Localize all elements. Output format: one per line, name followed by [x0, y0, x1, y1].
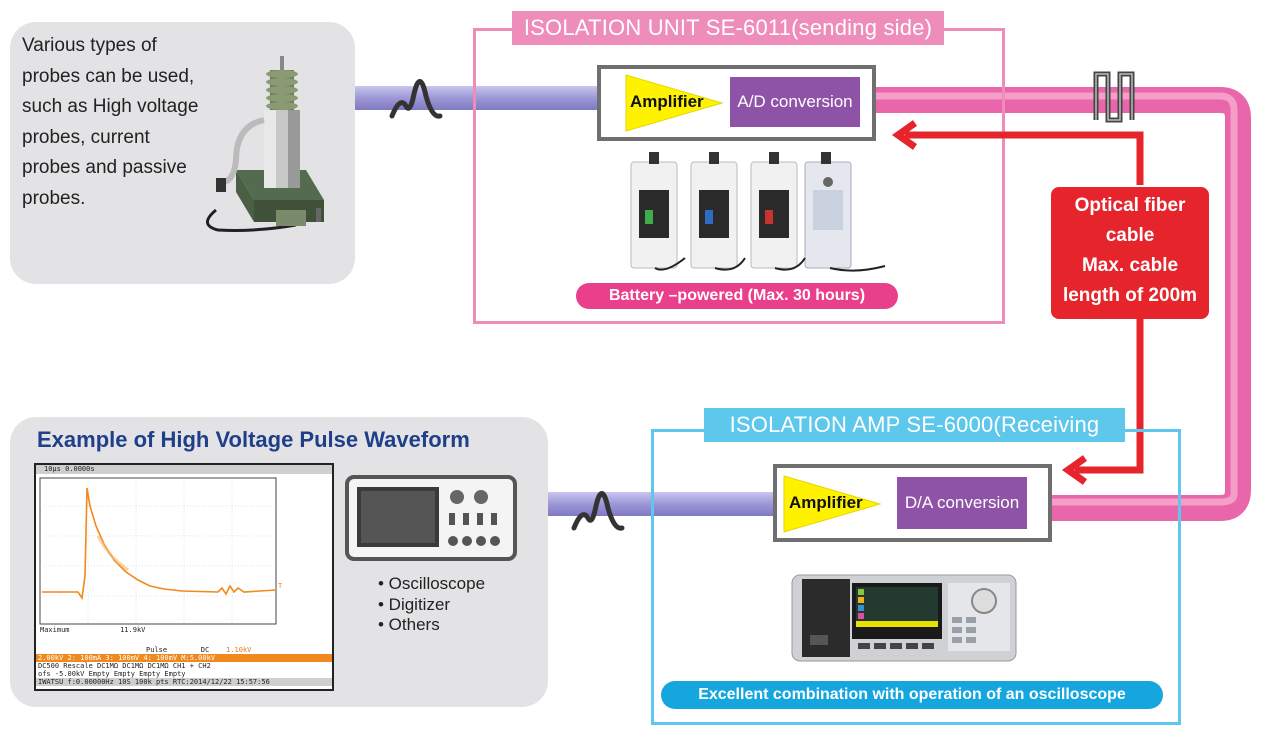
device-list-item: • Others: [378, 615, 440, 634]
scope-pulse-label: Pulse: [146, 646, 168, 654]
scope-max-value: 11.9kV: [120, 626, 146, 634]
isolation-amp-device-image: [791, 574, 1017, 662]
oscilloscope-screenshot: 10μs 0.0000s T Maximum 11.9kV Pulse DC 1…: [34, 463, 334, 691]
device-list-item: • Oscilloscope: [378, 574, 486, 593]
scope-waveform-plot: T: [39, 477, 283, 625]
oscilloscope-icon: [345, 475, 517, 561]
amplifier-triangle-icon: [625, 74, 724, 132]
device-list-item: • Digitizer: [378, 594, 451, 614]
scope-top-bar: 10μs 0.0000s: [36, 465, 332, 474]
probe-description: Various types of probes can be used, suc…: [22, 35, 199, 209]
da-conversion-box: D/A conversion: [897, 477, 1027, 529]
optical-fiber-label: Optical fiber cable Max. cable length of…: [1051, 187, 1209, 319]
sending-amplifier-label: Amplifier: [630, 92, 704, 111]
ad-conversion-box: A/D conversion: [730, 77, 860, 127]
battery-powered-label: Battery –powered (Max. 30 hours): [576, 283, 898, 309]
input-waveform-icon: [389, 79, 443, 119]
scope-dc-value: 1.10kV: [226, 646, 252, 654]
amplifier-triangle-icon-2: [783, 475, 882, 533]
scope-row-3: ofs -5.00kV Empty Empty Empty Empty: [38, 670, 186, 678]
digital-pulse-icon: [1093, 71, 1135, 123]
svg-text:T: T: [278, 582, 283, 590]
scope-maximum-label: Maximum: [40, 626, 70, 634]
scope-row-2: DC500 Rescale DC1MΩ DC1MΩ DC1MΩ CH1 + CH…: [38, 662, 211, 670]
output-waveform-icon: [571, 491, 625, 531]
combination-label: Excellent combination with operation of …: [661, 681, 1163, 709]
high-voltage-probe-image: [206, 56, 324, 232]
scope-dc-label: DC: [200, 646, 210, 654]
receiving-unit-title: ISOLATION AMP SE-6000(Receiving side): [704, 408, 1125, 471]
scope-row-1: 2.00kV 2: 100mA 3: 100mV 4: 100mV M:5.00…: [36, 654, 332, 662]
sending-unit-title: ISOLATION UNIT SE-6011(sending side): [512, 11, 944, 45]
receiving-amplifier-label: Amplifier: [789, 493, 863, 512]
device-list: • Oscilloscope • Digitizer • Others: [378, 574, 485, 636]
waveform-title: Example of High Voltage Pulse Waveform: [37, 427, 470, 452]
scope-bottom-bar: IWATSU f:0.00000Hz 10S 100k pts RTC:2014…: [36, 678, 332, 686]
isolation-unit-devices-image: [630, 152, 886, 272]
